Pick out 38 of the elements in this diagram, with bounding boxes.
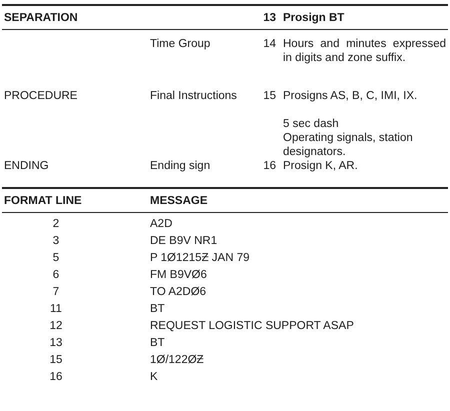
- format-line-number: 7: [52, 285, 60, 299]
- column-header: MESSAGE: [150, 194, 209, 208]
- message-text: BT: [150, 302, 166, 316]
- line-number: 16: [262, 159, 276, 173]
- line-number: 14: [262, 37, 276, 51]
- message-text: DE B9V NR1: [150, 234, 218, 248]
- format-line-number: 15: [48, 353, 64, 367]
- message-text: BT: [150, 336, 166, 350]
- format-line-number: 2: [52, 217, 60, 231]
- element-label: Ending sign: [150, 159, 212, 173]
- element-label: Final Instructions: [150, 89, 238, 103]
- message-text: REQUEST LOGISTIC SUPPORT ASAP: [150, 319, 355, 333]
- line-content: Prosign BT: [283, 11, 346, 25]
- section-label: ENDING: [4, 159, 50, 173]
- format-line-number: 13: [48, 336, 64, 350]
- element-label: Time Group: [150, 37, 212, 51]
- description-text: Prosign K, AR.: [283, 159, 359, 173]
- description-text: 5 sec dash: [283, 117, 340, 131]
- message-text: 1Ø/122ØƵ: [150, 353, 205, 367]
- section-label: PROCEDURE: [4, 89, 78, 103]
- format-line-number: 5: [52, 251, 60, 265]
- format-line-number: 3: [52, 234, 60, 248]
- line-number: 15: [262, 89, 276, 103]
- format-line-number: 16: [48, 370, 64, 384]
- line-number: 13: [262, 11, 276, 25]
- description-text: Hours and minutes expressed in digits and zone suffix.: [283, 37, 446, 65]
- section-label: SEPARATION: [4, 11, 79, 25]
- description-text: Operating signals, station designators.: [283, 131, 414, 159]
- format-line-number: 6: [52, 268, 60, 282]
- message-text: TO A2DØ6: [150, 285, 208, 299]
- column-header: FORMAT LINE: [4, 194, 83, 208]
- description-text: Prosigns AS, B, C, IMI, IX.: [283, 89, 418, 103]
- message-text: A2D: [150, 217, 174, 231]
- message-text: K: [150, 370, 159, 384]
- message-text: P 1Ø1215Ƶ JAN 79: [150, 251, 251, 265]
- format-line-number: 11: [49, 302, 63, 316]
- format-line-number: 12: [48, 319, 64, 333]
- message-text: FM B9VØ6: [150, 268, 208, 282]
